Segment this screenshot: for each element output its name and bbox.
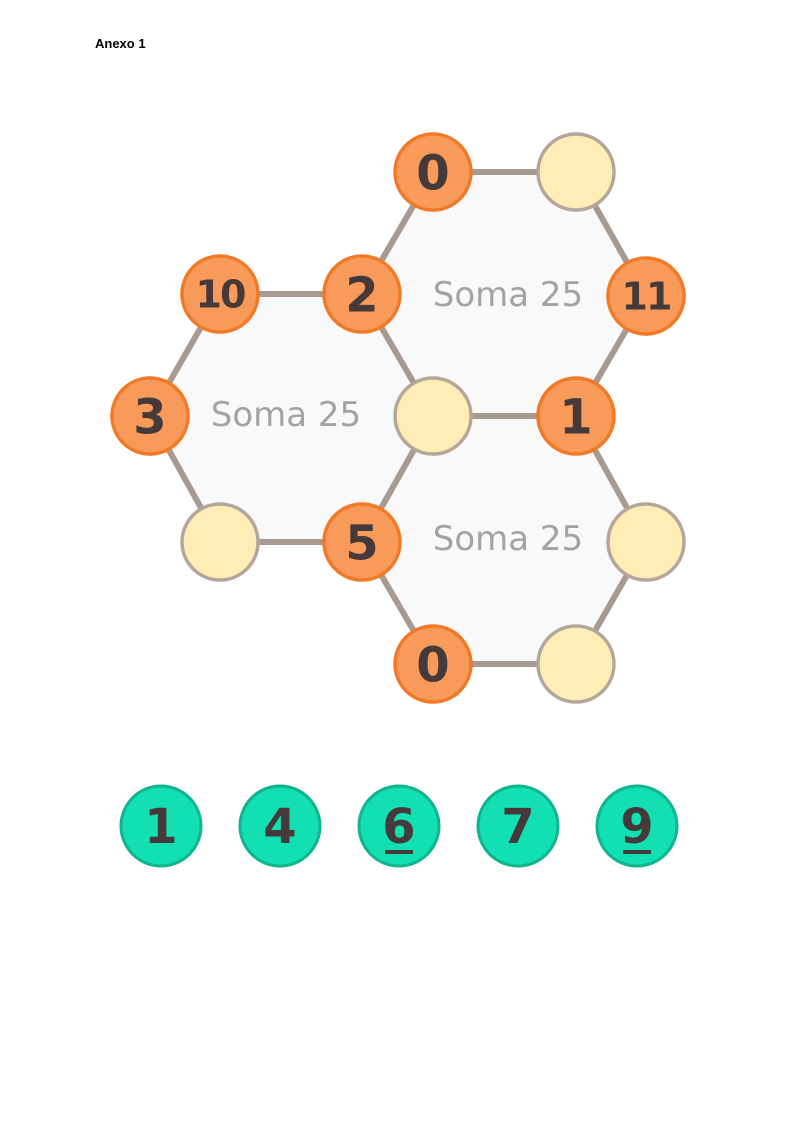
tile-circle (595, 784, 679, 868)
annex-label: Anexo 1 (95, 36, 146, 51)
node-value: 10 (196, 273, 245, 317)
node-value: 0 (416, 637, 449, 693)
filled-node: 0 (393, 132, 473, 212)
empty-node-slot[interactable] (180, 502, 260, 582)
filled-node: 3 (110, 376, 190, 456)
hexagon-layer (150, 172, 646, 664)
tile-tray: 1 4 6 7 9 (119, 784, 679, 868)
node-circle (606, 256, 686, 336)
hexagon-bottom-right (362, 416, 646, 664)
filled-node: 1 (536, 376, 616, 456)
node-circle (606, 502, 686, 582)
hexagon-left (150, 294, 433, 542)
tile-value: 7 (501, 799, 534, 855)
empty-node-slot[interactable] (536, 624, 616, 704)
node-circle (110, 376, 190, 456)
node-circle (393, 132, 473, 212)
tile-circle (238, 784, 322, 868)
number-tile-7[interactable]: 7 (476, 784, 560, 868)
tile-value: 1 (144, 799, 177, 855)
tile-circle (357, 784, 441, 868)
empty-node-slot[interactable] (606, 502, 686, 582)
node-circle (393, 624, 473, 704)
node-layer: 0 10 2 11 3 1 5 0 (110, 132, 686, 704)
number-tile-9[interactable]: 9 (595, 784, 679, 868)
tile-underline (385, 850, 413, 854)
node-circle (322, 502, 402, 582)
number-tile-4[interactable]: 4 (238, 784, 322, 868)
hexagon-top-right (362, 172, 646, 416)
sum-label-left: Soma 25 (211, 395, 361, 435)
empty-node-slot[interactable] (536, 132, 616, 212)
number-tile-6[interactable]: 6 (357, 784, 441, 868)
node-value: 3 (133, 389, 166, 445)
node-circle (322, 254, 402, 334)
filled-node: 11 (606, 256, 686, 336)
sum-label-layer: Soma 25 Soma 25 Soma 25 (211, 275, 583, 559)
node-circle (393, 376, 473, 456)
sum-label-bottom-right: Soma 25 (433, 519, 583, 559)
node-circle (180, 502, 260, 582)
tile-value: 4 (263, 799, 296, 855)
tile-circle (119, 784, 203, 868)
node-circle (536, 624, 616, 704)
node-circle (536, 376, 616, 456)
tile-value: 6 (382, 799, 415, 855)
filled-node: 0 (393, 624, 473, 704)
filled-node: 10 (180, 254, 260, 334)
node-value: 5 (345, 515, 378, 571)
empty-node-slot[interactable] (393, 376, 473, 456)
filled-node: 2 (322, 254, 402, 334)
node-value: 2 (345, 267, 378, 323)
tile-underline (623, 850, 651, 854)
tile-circle (476, 784, 560, 868)
node-value: 0 (416, 145, 449, 201)
node-circle (536, 132, 616, 212)
tile-value: 9 (620, 799, 653, 855)
sum-label-top-right: Soma 25 (433, 275, 583, 315)
node-value: 1 (559, 389, 592, 445)
node-value: 11 (622, 275, 671, 319)
node-circle (180, 254, 260, 334)
number-tile-1[interactable]: 1 (119, 784, 203, 868)
filled-node: 5 (322, 502, 402, 582)
